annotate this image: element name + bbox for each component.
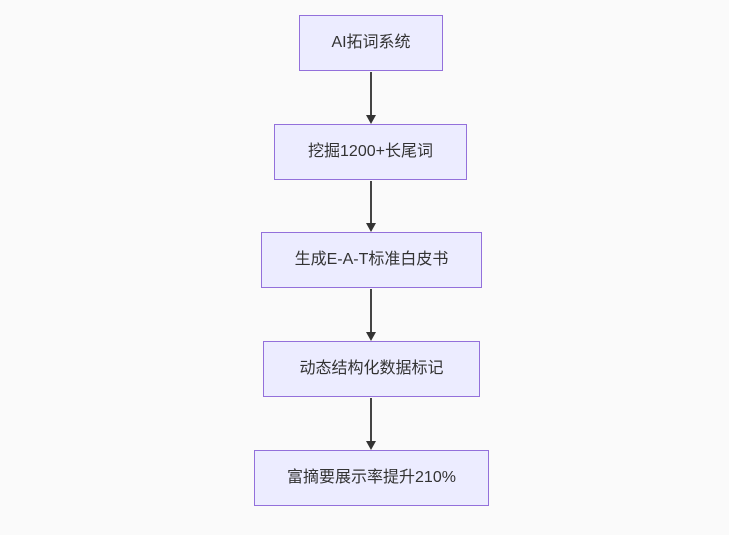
flow-node-ai-keyword-system: AI拓词系统 xyxy=(299,15,443,71)
arrow-down-icon xyxy=(366,115,376,124)
flow-edge-1 xyxy=(365,72,377,124)
arrow-down-icon xyxy=(366,223,376,232)
flow-edge-2 xyxy=(365,181,377,232)
flow-node-structured-data-markup: 动态结构化数据标记 xyxy=(263,341,480,397)
edge-line xyxy=(370,181,372,226)
flow-node-longtail-mining: 挖掘1200+长尾词 xyxy=(274,124,467,180)
flow-node-eat-whitepaper: 生成E-A-T标准白皮书 xyxy=(261,232,482,288)
flow-edge-4 xyxy=(365,398,377,450)
edge-line xyxy=(370,398,372,444)
edge-line xyxy=(370,72,372,118)
arrow-down-icon xyxy=(366,332,376,341)
arrow-down-icon xyxy=(366,441,376,450)
flow-node-rich-snippet-rate: 富摘要展示率提升210% xyxy=(254,450,489,506)
edge-line xyxy=(370,289,372,335)
flow-edge-3 xyxy=(365,289,377,341)
